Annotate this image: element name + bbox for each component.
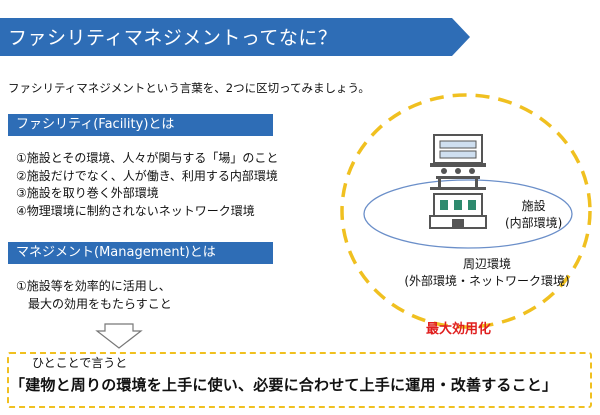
list-item: ③施設を取り巻く外部環境 bbox=[16, 186, 159, 200]
summary-lead: ひとことで言うと bbox=[32, 356, 128, 370]
list-item: ①施設等を効率的に活用し、 bbox=[16, 279, 171, 293]
office-desk-icon bbox=[430, 168, 486, 190]
outer-environment-circle bbox=[340, 93, 592, 329]
page-title: ファシリティマネジメントってなに？ bbox=[8, 27, 338, 49]
surround-label: 周辺環境 (外部環境・ネットワーク環境) bbox=[394, 256, 580, 290]
facility-label: 施設 (内部環境) bbox=[505, 198, 562, 232]
banner-shape bbox=[0, 18, 470, 56]
management-list: ①施設等を効率的に活用し、 最大の効用をもたらすこと bbox=[16, 278, 172, 313]
list-item: ①施設とその環境、人々が関与する「場」のこと bbox=[16, 151, 279, 165]
list-item: ④物理環境に制約されないネットワーク環境 bbox=[16, 203, 255, 218]
facility-label-sub: (内部環境) bbox=[505, 216, 563, 230]
arrow-down-icon bbox=[95, 323, 143, 349]
max-utility-label: 最大効用化 bbox=[426, 322, 492, 337]
facility-list: ①施設とその環境、人々が関与する「場」のこと ②施設だけでなく、人が働き、利用す… bbox=[16, 150, 278, 220]
summary-main: 「建物と周りの環境を上手に使い、必要に合わせて上手に運用・改善すること」 bbox=[10, 376, 558, 394]
list-item: 最大の効用をもたらすこと bbox=[16, 296, 172, 311]
inner-facility-ellipse bbox=[363, 179, 573, 249]
list-item: ②施設だけでなく、人が働き、利用する内部環境 bbox=[16, 168, 278, 183]
management-heading: マネジメント(Management)とは bbox=[8, 242, 273, 264]
surround-label-sub: (外部環境・ネットワーク環境) bbox=[404, 274, 570, 288]
facility-diagram bbox=[340, 93, 592, 329]
summary-box bbox=[7, 352, 592, 408]
intro-text: ファシリティマネジメントという言葉を、2つに区切ってみましょう。 bbox=[8, 81, 370, 95]
surround-label-main: 周辺環境 bbox=[462, 257, 511, 271]
building-icon bbox=[429, 193, 487, 229]
title-banner: ファシリティマネジメントってなに？ bbox=[0, 18, 470, 56]
building-icon bbox=[430, 134, 486, 167]
facility-label-main: 施設 bbox=[521, 199, 546, 213]
facility-heading: ファシリティ(Facility)とは bbox=[8, 114, 273, 136]
